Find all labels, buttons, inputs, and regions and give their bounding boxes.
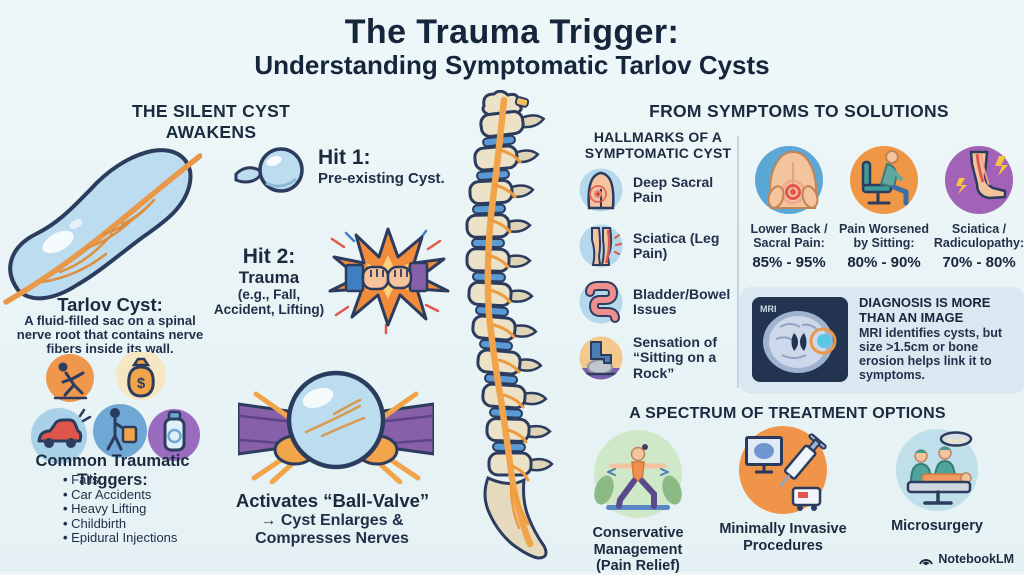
symptom-stats: Lower Back / Sacral Pain: 85% - 95% Pain… [742, 144, 1024, 271]
falling-person-icon [46, 354, 94, 402]
hallmarks-list: Deep Sacral Pain Sciatica (Leg Pain) Bla… [578, 165, 739, 383]
hallmark-label: Deep Sacral Pain [633, 173, 714, 205]
stat-label: Lower Back / Sacral Pain: [750, 222, 828, 250]
hallmark-item: Sensation of “Sitting on a Rock” [578, 333, 739, 383]
brand-watermark: NotebookLM [918, 552, 1014, 566]
trauma-impact-icon [328, 227, 450, 335]
hallmarks-heading: HALLMARKS OF A SYMPTOMATIC CYST [584, 129, 732, 161]
hallmark-label: Sensation of “Sitting on a Rock” [633, 333, 718, 381]
stat-value: 70% - 80% [942, 253, 1016, 271]
sitting-pain-icon [850, 146, 918, 214]
bowel-icon [579, 280, 623, 324]
svg-text:$: $ [137, 375, 146, 392]
tarlov-cyst-illustration [3, 148, 202, 305]
stat-item: Lower Back / Sacral Pain: 85% - 95% [742, 144, 836, 271]
brand-name: NotebookLM [938, 552, 1014, 566]
stat-value: 85% - 95% [752, 253, 826, 271]
ball-valve-title: Activates “Ball-Valve” [235, 490, 430, 511]
ball-valve-illustration [238, 370, 434, 484]
list-item: Heavy Lifting [63, 502, 177, 517]
section-heading-symptoms: FROM SYMPTOMS TO SOLUTIONS [649, 101, 949, 121]
treatment-item: Conservative Management (Pain Relief) [576, 428, 700, 575]
sitting-on-rock-icon [579, 336, 623, 380]
lower-back-pain-icon [755, 146, 823, 214]
spine-illustration [465, 90, 554, 560]
list-item: Epidural Injections [63, 531, 177, 546]
hit2-detail: (e.g., Fall, Accident, Lifting) [213, 287, 325, 317]
injection-vial-icon [148, 409, 200, 461]
car-accident-icon [31, 408, 92, 464]
small-cyst-icon [234, 147, 304, 193]
page-subtitle: Understanding Symptomatic Tarlov Cysts [254, 50, 770, 80]
hit2-text: Trauma [238, 268, 300, 287]
treatment-label: Conservative Management (Pain Relief) [592, 525, 684, 574]
hallmark-item: Sciatica (Leg Pain) [578, 221, 739, 271]
section-heading-silent-cyst: THE SILENT CYST AWAKENS [131, 101, 291, 142]
list-item: Car Accidents [63, 487, 177, 503]
notebooklm-logo-icon [919, 558, 934, 565]
sciatica-leg-icon [579, 224, 623, 268]
hallmark-label: Bladder/Bowel Issues [633, 285, 731, 317]
hit1-label: Hit 1: [318, 146, 371, 169]
sacral-pain-icon [579, 168, 623, 212]
syringe-monitor-icon [739, 426, 827, 514]
hit1-text: Pre-existing Cyst. [318, 170, 445, 187]
money-bag-icon: $ [116, 352, 166, 400]
stat-label: Pain Worsened by Sitting: [838, 222, 930, 250]
tarlov-cyst-description: A fluid-filled sac on a spinal nerve roo… [16, 313, 204, 356]
tarlov-cyst-label: Tarlov Cyst: [57, 294, 163, 315]
treatment-label: Microsurgery [891, 518, 983, 534]
leg-radiculopathy-icon [945, 146, 1013, 214]
hallmark-label: Sciatica (Leg Pain) [633, 229, 720, 261]
list-item: Falls [63, 472, 177, 488]
column-divider [737, 136, 739, 388]
operating-room-icon [896, 429, 978, 511]
mri-scan-image: MRI [752, 297, 848, 382]
diagnosis-heading: DIAGNOSIS IS MORE THAN AN IMAGE [859, 295, 991, 325]
trauma-trigger-icons: $ [31, 352, 200, 464]
diagnosis-panel: MRI DIAGNOSIS IS MORE THAN AN IMAGE MRI … [740, 287, 1024, 392]
page-title: The Trauma Trigger: [344, 13, 680, 51]
ball-valve-text: → Cyst Enlarges & Compresses Nerves [255, 512, 409, 547]
stat-label: Sciatica / Radiculopathy: [933, 222, 1024, 250]
stat-item: Pain Worsened by Sitting: 80% - 90% [837, 144, 931, 271]
hit2-label: Hit 2: [242, 245, 296, 268]
hallmark-item: Bladder/Bowel Issues [578, 277, 739, 327]
treatment-label: Minimally Invasive Procedures [719, 521, 847, 554]
yoga-pose-icon [594, 430, 682, 518]
triggers-list: Falls Car Accidents Heavy Lifting Childb… [63, 472, 177, 546]
stat-value: 80% - 90% [847, 253, 921, 271]
treatment-item: Microsurgery [872, 427, 1002, 535]
lifting-person-icon [93, 404, 147, 458]
mri-label: MRI [760, 304, 777, 314]
treatment-item: Minimally Invasive Procedures [713, 424, 853, 554]
treatments-heading: A SPECTRUM OF TREATMENT OPTIONS [629, 405, 946, 422]
diagnosis-body: MRI identifies cysts, but size >1.5cm or… [859, 326, 1003, 382]
hallmark-item: Deep Sacral Pain [578, 165, 739, 215]
list-item: Childbirth [63, 516, 177, 532]
stat-item: Sciatica / Radiculopathy: 70% - 80% [932, 144, 1024, 271]
